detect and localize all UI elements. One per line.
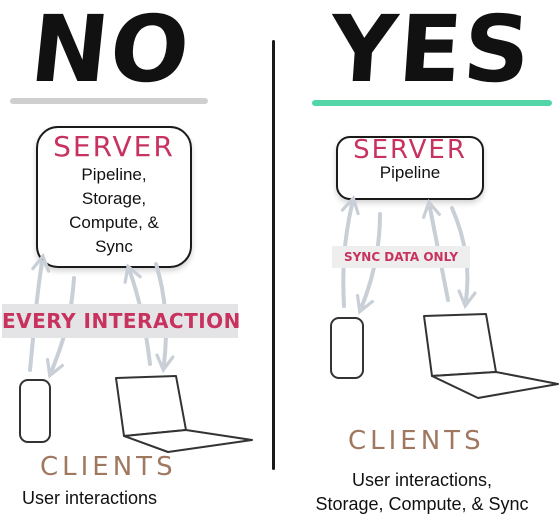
right-clients-description-line-2: Storage, Compute, & Sync bbox=[315, 494, 529, 514]
no-heading-underline bbox=[10, 98, 208, 104]
left-clients-description: User interactions bbox=[22, 488, 158, 508]
right-server-title: SERVER bbox=[353, 135, 467, 165]
left-server-line-sync: Sync bbox=[95, 237, 133, 256]
left-clients-title: CLIENTS bbox=[40, 452, 177, 482]
right-phone-icon bbox=[330, 317, 364, 379]
panel-divider bbox=[272, 40, 275, 470]
sync-data-only-label: SYNC DATA ONLY bbox=[332, 246, 470, 268]
left-laptop-icon bbox=[115, 375, 253, 453]
right-server-box: SERVER Pipeline bbox=[336, 135, 484, 200]
right-server-line-pipeline: Pipeline bbox=[379, 163, 441, 182]
right-laptop-icon bbox=[423, 313, 559, 399]
every-interaction-label: EVERY INTERACTION bbox=[2, 304, 240, 338]
right-clients-description: User interactions, Storage, Compute, & S… bbox=[290, 468, 554, 516]
right-clients-title: CLIENTS bbox=[348, 426, 485, 456]
left-server-line-pipeline: Pipeline, bbox=[81, 165, 147, 184]
yes-heading-underline bbox=[312, 100, 552, 106]
left-server-box: SERVER Pipeline, Storage, Compute, & Syn… bbox=[36, 126, 192, 268]
left-server-title: SERVER bbox=[53, 130, 175, 163]
left-server-line-compute: Compute, & bbox=[69, 213, 159, 232]
left-phone-icon bbox=[19, 379, 51, 443]
left-server-line-storage: Storage, bbox=[81, 189, 147, 208]
right-clients-description-line-1: User interactions, bbox=[351, 470, 493, 490]
